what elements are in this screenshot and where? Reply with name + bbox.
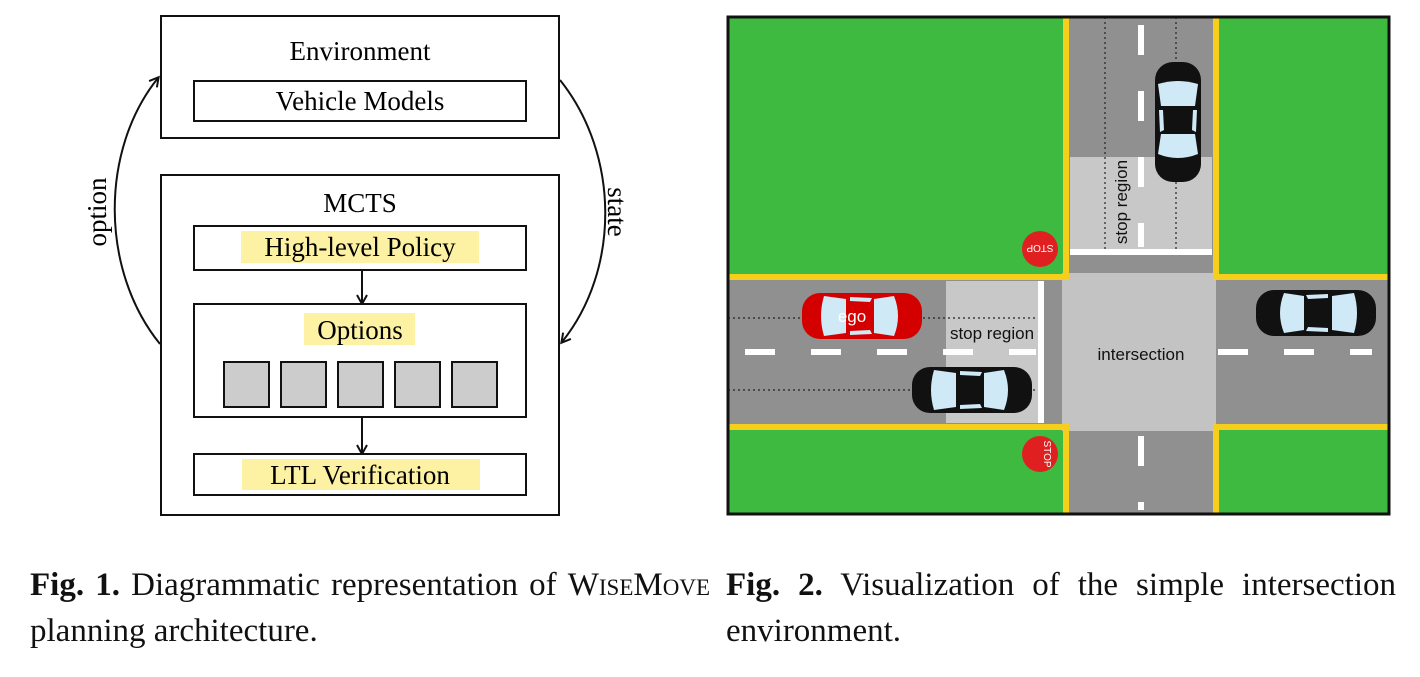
- grass-background: [728, 17, 1389, 514]
- option-slot: [337, 361, 384, 408]
- ltl-verification-label: LTL Verification: [270, 460, 450, 490]
- fig1-caption-text-a: Diagrammatic representation of: [119, 567, 568, 603]
- option-arrow: [113, 78, 161, 345]
- mcts-title: MCTS: [323, 188, 397, 218]
- stop-sign-bottom: STOP: [1022, 436, 1058, 472]
- option-slot: [280, 361, 327, 408]
- option-arrow-label: option: [82, 177, 112, 247]
- architecture-diagram: Environment Vehicle Models MCTS High-lev…: [82, 15, 632, 516]
- intersection-area: [1062, 273, 1216, 431]
- fig2-caption-label: Fig. 2.: [726, 567, 823, 603]
- ltl-verification-highlight: [242, 459, 480, 490]
- state-arrow-label: state: [602, 187, 632, 236]
- stop-line-top: [1070, 249, 1212, 255]
- intersection-visualization: stop region stop region intersection STO…: [726, 15, 1391, 516]
- stop-region-top-label: stop region: [1112, 160, 1131, 244]
- option-slot: [223, 361, 270, 408]
- high-level-policy-highlight: [241, 231, 479, 263]
- option-slot: [451, 361, 498, 408]
- vehicle-models-box: [193, 80, 527, 122]
- stop-line-left: [1038, 281, 1044, 423]
- options-label: Options: [317, 315, 403, 345]
- option-slot: [394, 361, 441, 408]
- fig1-caption-label: Fig. 1.: [30, 567, 120, 603]
- vehicle-models-label: Vehicle Models: [276, 86, 445, 116]
- curb-lines: [728, 17, 1389, 514]
- fig2-caption-text: Visualization of the simple intersection…: [726, 567, 1397, 649]
- car-top-southbound: [1155, 62, 1201, 182]
- stop-region-left-label: stop region: [950, 324, 1034, 343]
- intersection-label: intersection: [1098, 345, 1185, 364]
- fig1-caption-wisemove: WiseMove: [567, 567, 711, 603]
- high-level-policy-label: High-level Policy: [264, 232, 456, 262]
- option-slots: [223, 361, 498, 408]
- options-highlight: [304, 313, 415, 345]
- fig1-caption-text-b: planning architecture.: [30, 613, 318, 649]
- state-arrow: [559, 79, 607, 342]
- stop-sign-top: STOP: [1022, 231, 1058, 267]
- fig1-caption: Fig. 1. Diagrammatic representation of W…: [30, 562, 710, 654]
- ego-label: ego: [838, 307, 866, 326]
- fig2-caption: Fig. 2. Visualization of the simple inte…: [726, 562, 1396, 654]
- environment-title: Environment: [290, 36, 431, 66]
- stop-sign-top-text: STOP: [1026, 242, 1053, 253]
- stop-sign-bottom-text: STOP: [1041, 440, 1052, 467]
- ego-car: ego: [802, 293, 922, 339]
- car-right-westbound: [1256, 290, 1376, 336]
- environment-border: [726, 15, 1391, 516]
- car-left-eastbound: [912, 367, 1032, 413]
